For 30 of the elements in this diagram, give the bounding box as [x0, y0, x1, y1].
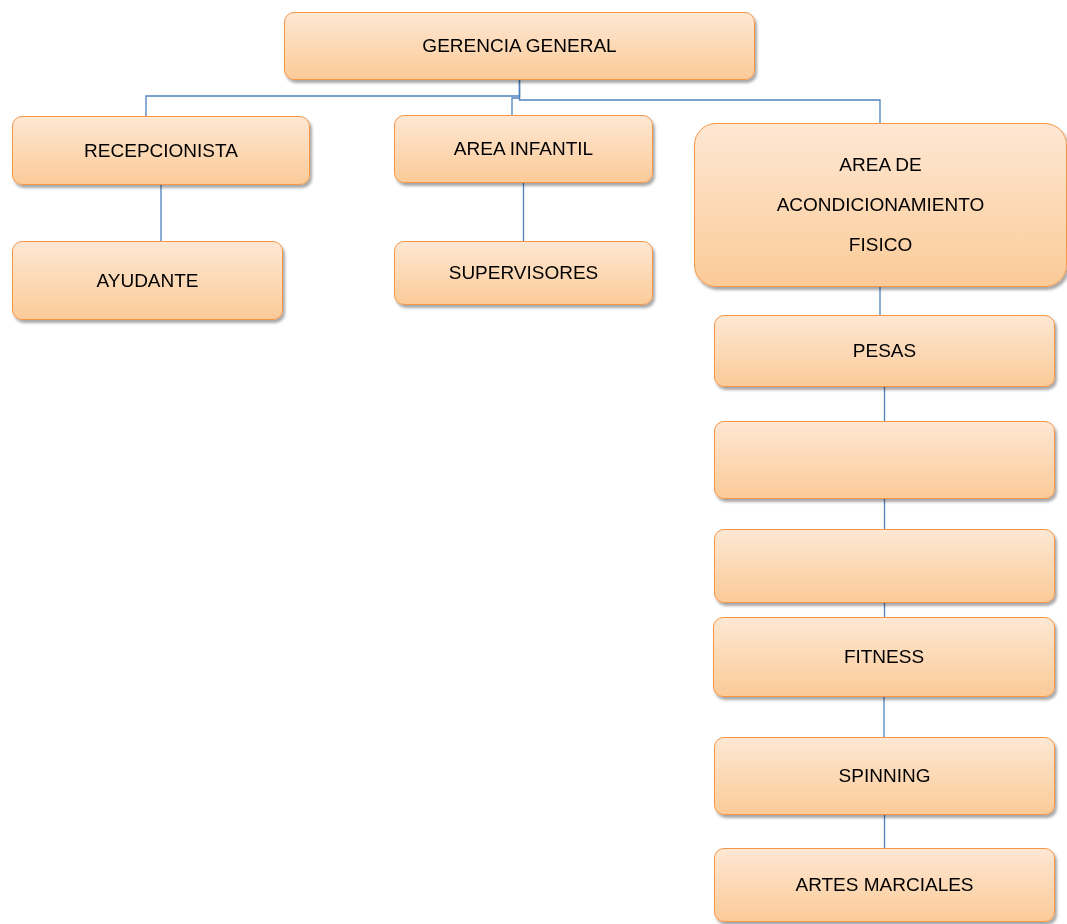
connector-line: [160, 184, 162, 242]
connector-line: [522, 182, 525, 242]
org-box: [714, 848, 1055, 922]
org-box: [714, 421, 1055, 499]
connector-line: [883, 386, 886, 422]
org-box: [394, 241, 653, 305]
box-label: AREA INFANTIL: [453, 137, 594, 161]
org-box: [12, 241, 283, 320]
org-box: [12, 116, 310, 185]
connector-line: [518, 79, 881, 124]
org-box: [284, 12, 755, 80]
org-box: [714, 315, 1055, 387]
box-label: SUPERVISORES: [448, 261, 599, 285]
box-label: PESAS: [852, 339, 917, 363]
connector-line: [879, 286, 881, 316]
box-label: RECEPCIONISTA: [84, 138, 238, 163]
org-box: [714, 737, 1055, 815]
box-label: FITNESS: [843, 645, 925, 669]
org-box: [713, 617, 1055, 697]
box-label: AYUDANTE: [96, 268, 199, 293]
connector-line: [883, 696, 885, 738]
box-label: SPINNING: [838, 764, 931, 788]
org-box: [714, 529, 1055, 603]
box-label: GERENCIA GENERAL: [422, 34, 617, 58]
box-label: AREA DE ACONDICIONAMIENTO FISICO: [775, 153, 986, 257]
connector-line: [883, 498, 886, 530]
connector-line: [883, 814, 886, 849]
box-label: ARTES MARCIALES: [795, 873, 974, 897]
org-box: [694, 123, 1067, 287]
org-box: [394, 115, 653, 183]
